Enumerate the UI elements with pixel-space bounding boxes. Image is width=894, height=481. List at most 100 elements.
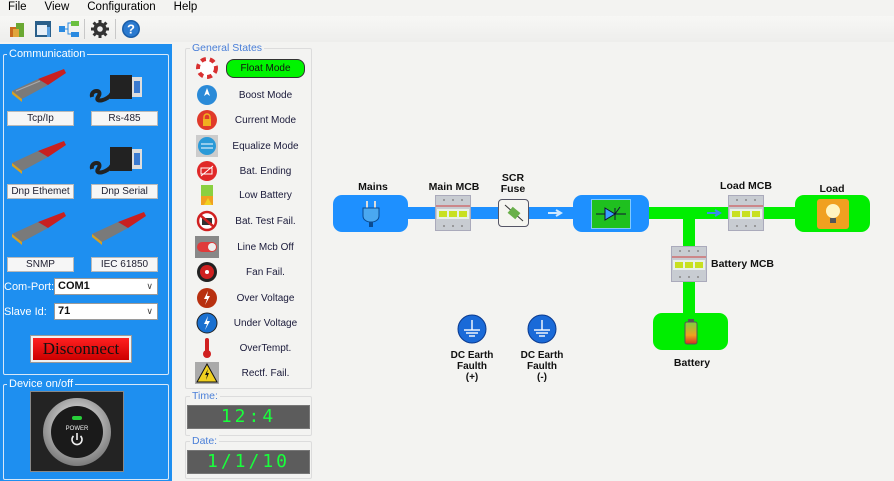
database-button[interactable]	[6, 18, 28, 40]
battery-icon	[684, 318, 697, 344]
warning-icon	[195, 362, 219, 384]
scr-label-line: SCR	[501, 172, 525, 184]
menu-configuration[interactable]: Configuration	[87, 1, 156, 13]
svg-text:?: ?	[127, 22, 135, 37]
database-icon	[10, 23, 24, 37]
state-item: OverTempt.	[195, 337, 310, 359]
slave-id-value: 71	[58, 305, 71, 317]
iec-61850-button[interactable]: IEC 61850	[91, 257, 158, 272]
slave-id-label: Slave Id:	[4, 306, 47, 318]
lock-icon	[195, 109, 219, 131]
communication-title: Communication	[9, 48, 86, 60]
low-battery-icon	[195, 184, 219, 206]
help-icon: ?	[122, 20, 140, 38]
rectifier-box	[591, 198, 631, 229]
mains-node[interactable]	[333, 195, 408, 232]
under-voltage-icon	[195, 312, 219, 334]
state-label: Bat. Ending	[239, 165, 292, 177]
com-port-select[interactable]: COM1 ∨	[54, 278, 158, 295]
state-item: Bat. Test Fail.	[195, 210, 310, 232]
flow-arrow-icon	[707, 209, 722, 217]
menu-file[interactable]: File	[8, 1, 27, 13]
over-voltage-icon	[195, 287, 219, 309]
rectifier-node[interactable]	[573, 195, 649, 232]
load-mcb[interactable]	[728, 195, 764, 231]
light-bulb-icon	[816, 198, 849, 229]
scr-fuse-label: SCR Fuse	[495, 173, 531, 195]
menu-bar: File View Configuration Help	[0, 0, 894, 16]
network-button[interactable]	[58, 18, 80, 40]
serial-connector-icon	[89, 147, 142, 175]
help-button[interactable]: ?	[120, 18, 142, 40]
window-icon	[35, 21, 51, 37]
power-button[interactable]: POWER	[30, 391, 124, 472]
ethernet-connector-icon	[12, 141, 66, 174]
date-label: Date:	[190, 435, 220, 447]
toggle-off-icon	[195, 236, 219, 258]
chevron-down-icon: ∨	[146, 281, 153, 291]
label-line: DC Earth	[520, 350, 564, 361]
mains-label: Mains	[358, 181, 388, 193]
ethernet-connector-icon	[92, 212, 146, 245]
date-display: 1/1/10	[187, 450, 310, 474]
dnp-ethernet-button[interactable]: Dnp Ethemet	[7, 184, 74, 199]
main-mcb-label: Main MCB	[428, 181, 480, 193]
network-icon	[59, 21, 79, 37]
thyristor-icon	[596, 206, 626, 221]
device-group: Device on/off	[3, 378, 169, 480]
load-node[interactable]	[795, 195, 870, 232]
dnp-serial-button[interactable]: Dnp Serial	[91, 184, 158, 199]
rs-485-button[interactable]: Rs-485	[91, 111, 158, 126]
state-label: Equalize Mode	[232, 140, 299, 152]
state-label: Float Mode	[226, 58, 305, 78]
communication-group: Communication	[3, 48, 169, 375]
equalizer-icon	[195, 135, 219, 157]
main-mcb[interactable]	[435, 195, 471, 231]
com-port-value: COM1	[58, 280, 90, 292]
toolbar: ?	[0, 16, 894, 42]
state-item: Boost Mode	[195, 84, 310, 106]
ethernet-connector-icon	[12, 212, 66, 245]
scr-fuse[interactable]	[498, 199, 529, 227]
state-item: Current Mode	[195, 109, 310, 131]
disconnect-button[interactable]: Disconnect	[30, 335, 132, 363]
state-item: Equalize Mode	[195, 135, 310, 157]
load-label: Load	[819, 183, 845, 195]
state-label: Line Mcb Off	[237, 241, 294, 253]
power-button-icon: POWER	[43, 397, 111, 466]
plug-icon	[362, 200, 379, 227]
battery-mcb[interactable]	[671, 246, 707, 282]
state-label: Low Battery	[239, 189, 292, 201]
state-label: Fan Fail.	[246, 266, 285, 278]
label-line: (+)	[465, 372, 479, 383]
menu-help[interactable]: Help	[173, 1, 198, 13]
state-label: Bat. Test Fail.	[235, 215, 296, 227]
label-line: Faulth	[527, 361, 557, 372]
snmp-button[interactable]: SNMP	[7, 257, 74, 272]
label-line: Faulth	[457, 361, 487, 372]
window-button[interactable]	[32, 18, 54, 40]
date-group	[185, 441, 312, 479]
device-title: Device on/off	[9, 378, 74, 390]
state-label: OverTempt.	[239, 342, 292, 354]
earth-fault-negative-icon[interactable]	[526, 314, 558, 344]
state-label: Under Voltage	[233, 317, 298, 329]
time-label: Time:	[190, 390, 220, 402]
slave-id-select[interactable]: 71 ∨	[54, 303, 158, 320]
state-label: Current Mode	[234, 114, 297, 126]
breaker-icon	[436, 199, 470, 227]
flow-arrow-icon	[548, 209, 563, 217]
tcp-ip-button[interactable]: Tcp/Ip	[7, 111, 74, 126]
state-label: Rectf. Fail.	[241, 367, 290, 379]
general-states-title: General States	[190, 42, 265, 54]
rocket-icon	[195, 84, 219, 106]
settings-button[interactable]	[89, 18, 111, 40]
earth-fault-positive-icon[interactable]	[456, 314, 488, 344]
label-line: (-)	[537, 372, 547, 383]
battery-node[interactable]	[653, 313, 728, 350]
menu-view[interactable]: View	[44, 1, 70, 13]
fan-icon	[195, 261, 219, 283]
state-item: Fan Fail.	[195, 261, 310, 283]
time-group	[185, 396, 312, 436]
com-port-label: Com-Port:	[4, 281, 55, 293]
